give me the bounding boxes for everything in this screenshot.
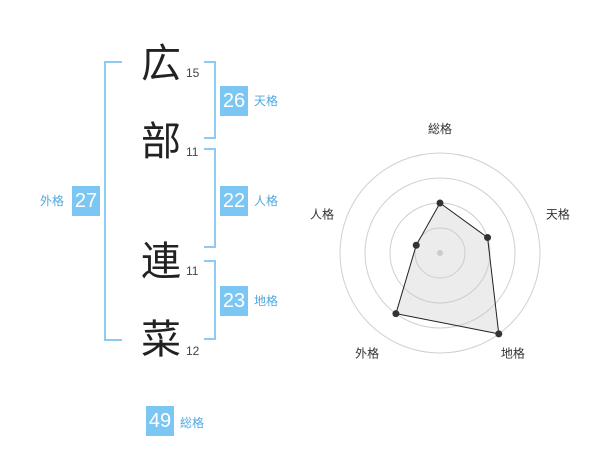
radar-ring-4: [339, 152, 541, 354]
radar-point-4: [412, 241, 420, 249]
radar-axis-label-3: 外格: [355, 345, 379, 360]
ten-value-badge: 26: [220, 86, 248, 116]
radar-ring-3: [364, 177, 516, 329]
chi-value-badge: 23: [220, 286, 248, 316]
stroke-count-1: 15: [186, 66, 200, 80]
name-char-3: 連: [141, 239, 181, 285]
radar-axis-label-1: 天格: [546, 207, 570, 222]
sou-label: 総格: [180, 416, 205, 430]
radar-axis-label-0: 総格: [428, 121, 452, 136]
stroke-count-4: 12: [186, 344, 200, 358]
jin-value-badge: 22: [220, 186, 248, 216]
name-char-4: 菜: [141, 317, 181, 363]
radar-center: [437, 250, 443, 256]
gai-bracket: [104, 61, 122, 341]
radar-point-3: [392, 310, 400, 318]
radar-point-1: [484, 234, 492, 242]
gai-label: 外格: [40, 194, 65, 208]
sou-value-badge: 49: [146, 406, 174, 436]
gai-value-badge: 27: [72, 186, 100, 216]
chi-label: 地格: [254, 294, 279, 308]
stroke-count-2: 11: [186, 145, 199, 159]
name-char-2: 部: [141, 119, 181, 165]
radar-point-0: [436, 199, 444, 207]
ten-bracket: [204, 61, 216, 139]
radar-axis-label-2: 地格: [501, 345, 525, 360]
ten-label: 天格: [254, 94, 279, 108]
jin-label: 人格: [254, 194, 279, 208]
radar-point-2: [495, 330, 503, 338]
radar-axis-label-4: 人格: [310, 207, 334, 222]
name-char-1: 広: [141, 41, 181, 87]
radar-polygon: [395, 202, 500, 335]
jin-bracket: [204, 148, 216, 248]
stroke-count-3: 11: [186, 264, 199, 278]
chi-bracket: [204, 260, 216, 340]
radar-ring-1: [414, 227, 466, 279]
